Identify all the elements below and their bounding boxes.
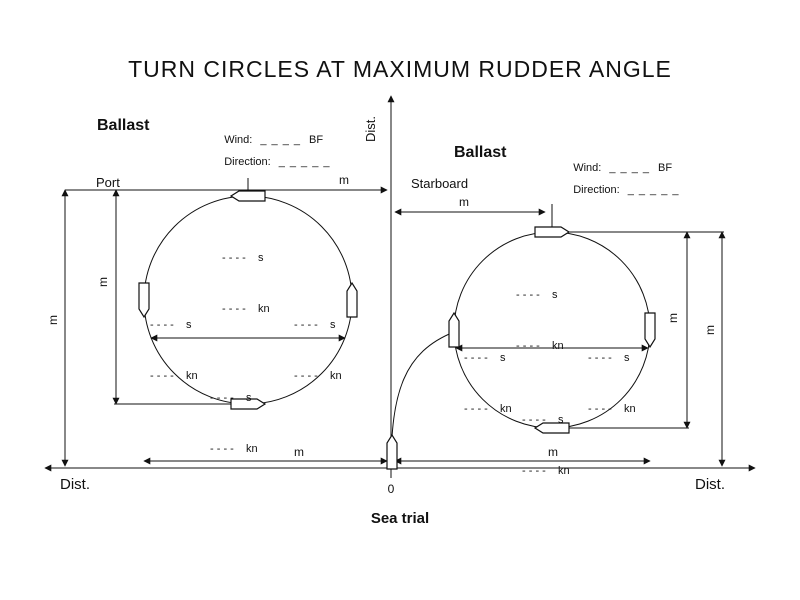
wind-unit: BF xyxy=(658,161,673,174)
speed-value: - - - - kn xyxy=(294,369,342,382)
baseline-left-label: Dist. xyxy=(60,476,90,493)
wind-label: Wind: xyxy=(573,161,602,174)
time-value: - - - - s xyxy=(588,351,630,364)
direction-label: Direction: xyxy=(573,183,620,196)
time-value: - - - - s xyxy=(150,318,192,331)
port-right-speed-annotation: - - - - s - - - - kn xyxy=(294,281,342,419)
starboard-wind-field: Wind: _ _ _ _ BF xyxy=(561,149,672,187)
wind-label: Wind: xyxy=(224,133,253,146)
port-left-ship-icon xyxy=(138,282,150,318)
wind-unit: BF xyxy=(309,133,324,146)
port-bottom-speed-annotation: - - - - s - - - - kn xyxy=(210,354,258,492)
baseline-right-label: Dist. xyxy=(695,476,725,493)
time-value: - - - - s xyxy=(294,318,336,331)
sea-trial-caption: Sea trial xyxy=(370,510,430,527)
speed-value: - - - - kn xyxy=(222,302,270,315)
port-right-ship-icon xyxy=(346,282,358,318)
origin-label: 0 xyxy=(387,482,395,496)
port-top-ship-icon xyxy=(230,190,266,202)
port-top-speed-annotation: - - - - s - - - - kn xyxy=(222,214,270,352)
port-direction-field: Direction: _ _ _ _ _ xyxy=(212,143,339,181)
starboard-direction-field: Direction: _ _ _ _ _ xyxy=(561,171,688,209)
starboard-bottom-speed-annotation: - - - - s - - - - kn xyxy=(522,376,570,514)
starboard-bottom-dimension-label: m xyxy=(548,445,558,459)
time-value: - - - - s xyxy=(516,288,558,301)
wind-value-placeholder: _ _ _ _ xyxy=(260,133,301,146)
speed-value: - - - - kn xyxy=(588,402,636,415)
speed-value: - - - - kn xyxy=(150,369,198,382)
starboard-top-dimension-label: m xyxy=(459,195,469,209)
time-value: - - - - s xyxy=(522,413,564,426)
starboard-right-speed-annotation: - - - - s - - - - kn xyxy=(588,314,636,452)
speed-value: - - - - kn xyxy=(210,442,258,455)
port-top-dimension-label: m xyxy=(339,173,349,187)
port-condition-label: Ballast xyxy=(97,117,150,134)
starboard-outer-vertical-dimension-label: m xyxy=(703,325,718,335)
ship-track-curve xyxy=(390,331,455,471)
time-value: - - - - s xyxy=(222,251,264,264)
port-side-label: Port xyxy=(96,175,120,190)
center-axis-label: Dist. xyxy=(362,116,378,142)
speed-value: - - - - kn xyxy=(464,402,512,415)
time-value: - - - - s xyxy=(210,391,252,404)
starboard-condition-label: Ballast xyxy=(454,144,507,161)
speed-value: - - - - kn xyxy=(516,339,564,352)
starboard-top-speed-annotation: - - - - s - - - - kn xyxy=(516,251,564,389)
port-inner-vertical-dimension-label: m xyxy=(96,277,111,287)
time-value: - - - - s xyxy=(464,351,506,364)
port-left-speed-annotation: - - - - s - - - - kn xyxy=(150,281,198,419)
page-title: TURN CIRCLES AT MAXIMUM RUDDER ANGLE xyxy=(128,56,672,82)
direction-value-placeholder: _ _ _ _ _ xyxy=(627,183,680,196)
starboard-right-ship-icon xyxy=(644,312,656,348)
starboard-left-speed-annotation: - - - - s - - - - kn xyxy=(464,314,512,452)
direction-label: Direction: xyxy=(224,155,271,168)
starboard-top-ship-icon xyxy=(534,226,570,238)
direction-value-placeholder: _ _ _ _ _ xyxy=(278,155,331,168)
port-bottom-dimension-label: m xyxy=(294,445,304,459)
port-outer-vertical-dimension-label: m xyxy=(46,315,61,325)
origin-ship-icon xyxy=(386,434,398,470)
speed-value: - - - - kn xyxy=(522,464,570,477)
starboard-inner-vertical-dimension-label: m xyxy=(666,313,681,323)
port-wind-field: Wind: _ _ _ _ BF xyxy=(212,121,323,159)
starboard-side-label: Starboard xyxy=(411,176,469,191)
wind-value-placeholder: _ _ _ _ xyxy=(609,161,650,174)
starboard-left-ship-icon xyxy=(448,312,460,348)
